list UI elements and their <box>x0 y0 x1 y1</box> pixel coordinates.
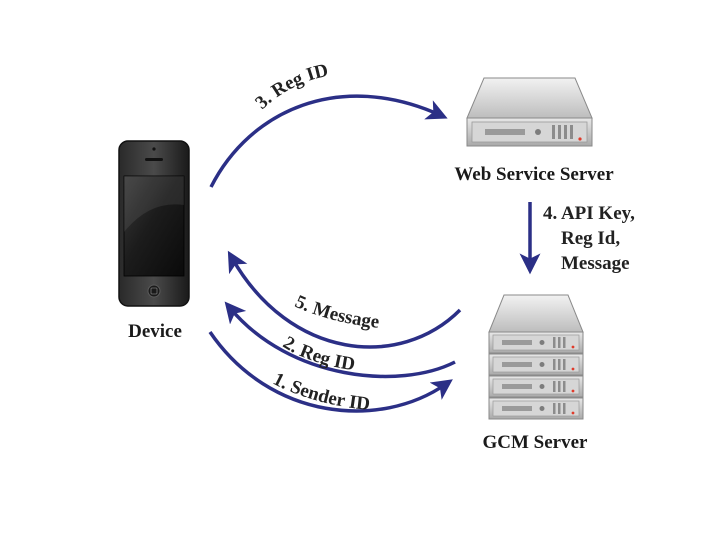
edge-label-5: 5. Message <box>292 291 380 332</box>
device-label: Device <box>128 321 182 342</box>
svg-text:3. Reg ID: 3. Reg ID <box>251 60 330 114</box>
edge-label-4-line-1: 4. API Key, <box>543 203 635 224</box>
gcm-server-node: GCM Server <box>483 294 589 453</box>
edge-label-4-line-3: Message <box>561 253 630 274</box>
server-unit <box>488 375 584 398</box>
server-unit <box>488 353 584 376</box>
server-unit <box>488 397 584 420</box>
device-node: Device <box>118 140 190 342</box>
edge-label-4-line-2: Reg Id, <box>561 228 620 249</box>
arrow-sender-id <box>208 331 453 413</box>
web-server-label: Web Service Server <box>454 164 614 185</box>
edge-label-2: 2. Reg ID <box>279 332 356 375</box>
edge-reg-id-to-web-server: 3. Reg ID <box>209 60 448 188</box>
arrow-reg-id-upper <box>209 94 448 188</box>
edge-label-4: 4. API Key, Reg Id, Message <box>543 203 640 274</box>
gcm-server-label: GCM Server <box>483 432 589 453</box>
edge-label-3: 3. Reg ID <box>251 60 330 114</box>
svg-text:5. Message: 5. Message <box>292 291 380 332</box>
edge-message: 5. Message <box>227 250 462 349</box>
arrow-reg-id-lower <box>224 301 456 379</box>
svg-text:2. Reg ID: 2. Reg ID <box>279 332 356 375</box>
web-server-node: Web Service Server <box>454 77 614 185</box>
server-stack-icon <box>488 294 584 420</box>
server-unit <box>488 331 584 354</box>
arrow-message <box>227 250 462 349</box>
server-icon <box>466 77 593 147</box>
smartphone-icon <box>118 140 190 307</box>
edge-api-key: 4. API Key, Reg Id, Message <box>519 202 640 275</box>
